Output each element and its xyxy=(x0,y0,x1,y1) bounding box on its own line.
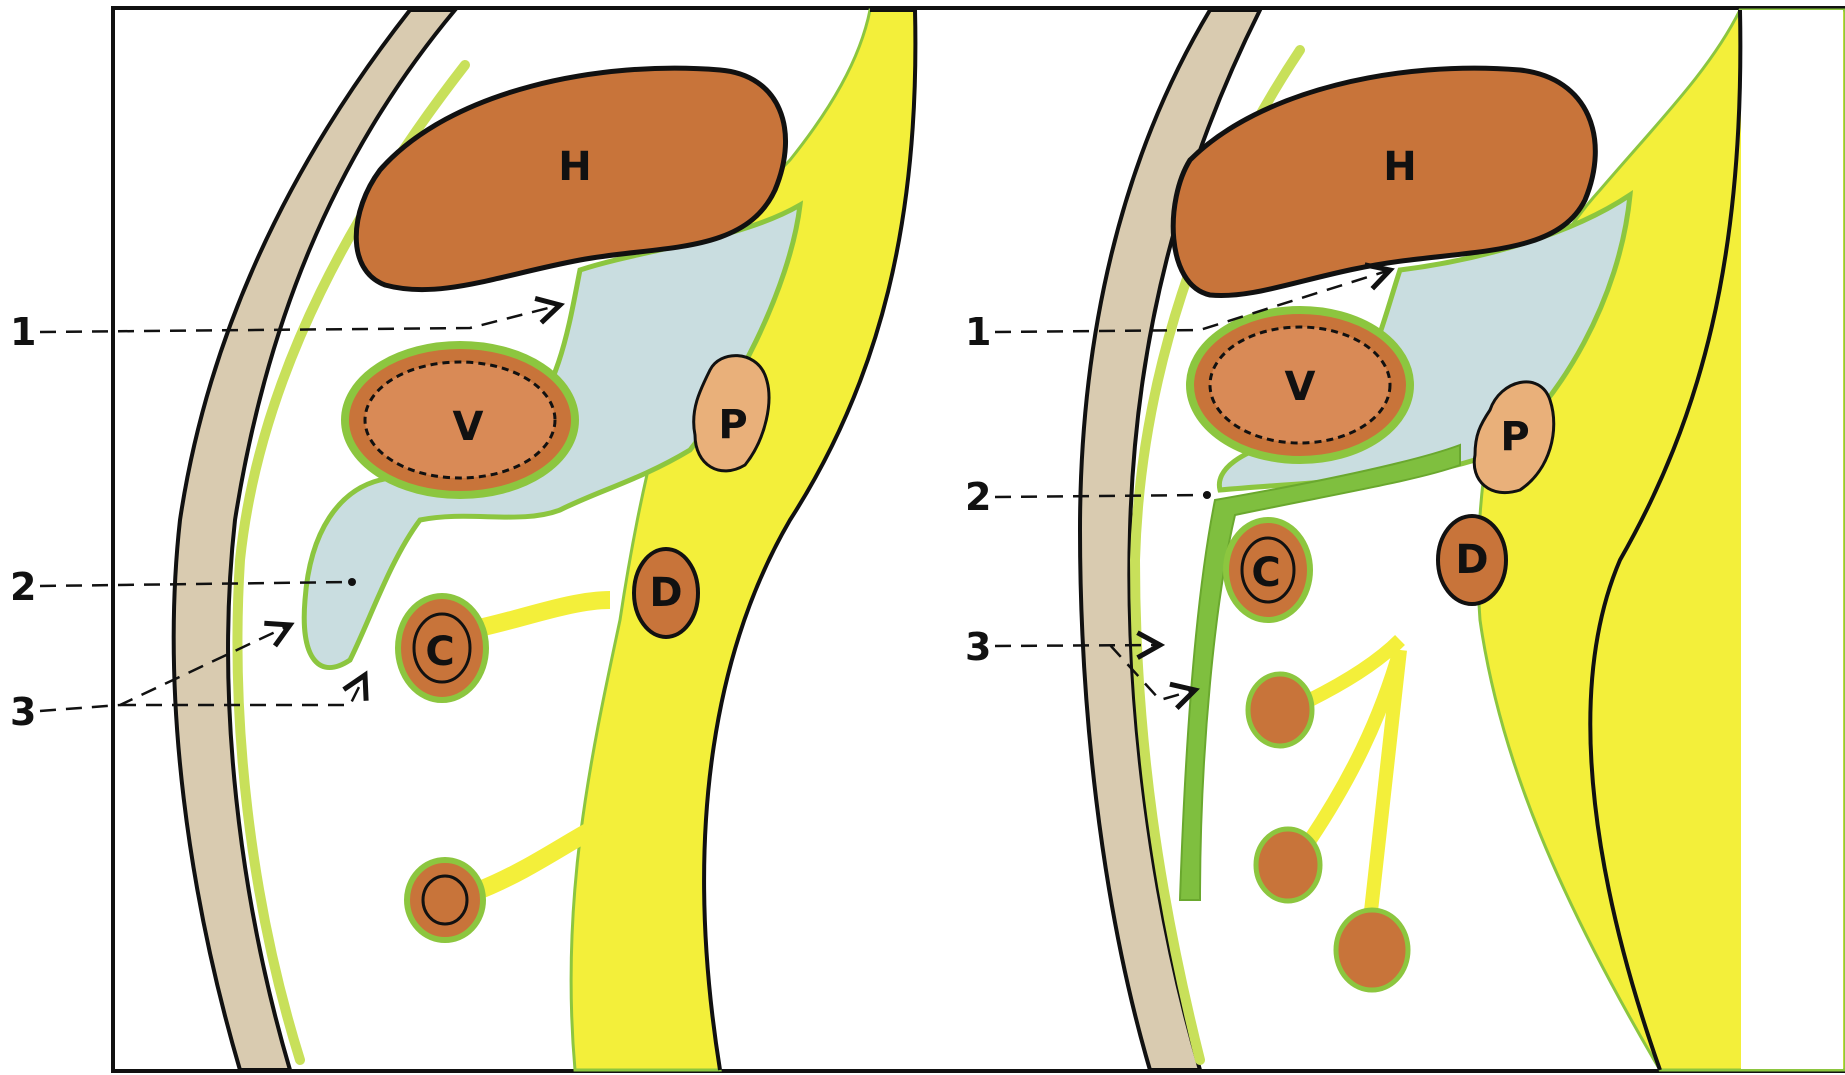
small-intestine-1-right xyxy=(1248,674,1312,746)
callout-1-left: 1 xyxy=(10,310,36,354)
small-intestine-2-right xyxy=(1256,829,1320,901)
liver-label-left: H xyxy=(558,144,591,190)
colon-label-right: C xyxy=(1251,550,1280,596)
callout-2-left: 2 xyxy=(10,565,36,609)
callout-2-dot-left xyxy=(348,578,356,586)
duodenum-label-left: D xyxy=(649,570,682,616)
pancreas-label-right: P xyxy=(1500,414,1529,460)
callout-2-right: 2 xyxy=(965,475,991,519)
colon-label-left: C xyxy=(425,629,454,675)
dorsal-wall-whiteout-right xyxy=(1741,10,1843,1069)
pancreas-label-left: P xyxy=(718,402,747,448)
duodenum-label-right: D xyxy=(1455,537,1488,583)
callout-3-left: 3 xyxy=(10,690,36,734)
callout-2-dot-right xyxy=(1203,491,1211,499)
callout-3-right: 3 xyxy=(965,625,991,669)
stomach-label-left: V xyxy=(453,404,484,450)
small-intestine-3-right xyxy=(1336,910,1408,990)
stomach-label-right: V xyxy=(1285,364,1316,410)
liver-label-right: H xyxy=(1383,144,1416,190)
callout-1-right: 1 xyxy=(965,310,991,354)
small-intestine-left xyxy=(407,860,483,940)
